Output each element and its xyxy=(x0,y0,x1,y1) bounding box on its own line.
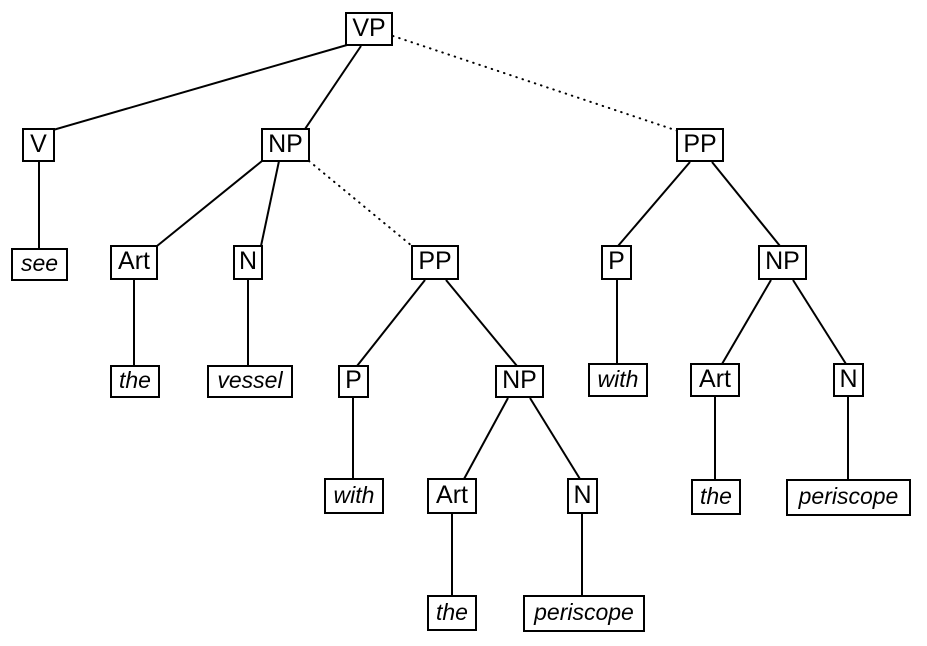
tree-node-art_right[interactable]: Art xyxy=(690,363,740,397)
tree-node-pp_right[interactable]: PP xyxy=(676,128,724,162)
tree-node-label: with xyxy=(333,481,375,508)
tree-edge-np1-to-pp_mid xyxy=(308,160,413,247)
tree-node-art1[interactable]: Art xyxy=(110,245,158,280)
tree-edge-vp-to-np1 xyxy=(304,45,362,130)
tree-node-label: Art xyxy=(118,247,150,275)
tree-node-pp_mid[interactable]: PP xyxy=(411,245,459,280)
tree-node-label: periscope xyxy=(534,599,634,625)
tree-node-periscope_r[interactable]: periscope xyxy=(786,479,911,516)
tree-node-n1[interactable]: N xyxy=(233,245,263,280)
tree-node-label: the xyxy=(119,367,151,393)
tree-node-label: PP xyxy=(683,129,717,158)
tree-node-the1[interactable]: the xyxy=(110,365,160,398)
tree-node-np1[interactable]: NP xyxy=(261,128,310,162)
tree-node-label: the xyxy=(436,598,468,625)
tree-node-the_right[interactable]: the xyxy=(691,479,741,515)
tree-node-label: V xyxy=(30,129,47,158)
tree-node-label: the xyxy=(700,482,732,509)
tree-node-periscope_m[interactable]: periscope xyxy=(523,595,645,632)
tree-node-label: NP xyxy=(765,247,800,275)
tree-edge-pp_right-to-p_right xyxy=(617,161,691,247)
tree-edge-np_right-to-art_right xyxy=(721,279,772,365)
tree-node-with_right[interactable]: with xyxy=(588,363,648,397)
tree-edge-vp-to-v xyxy=(52,44,348,131)
tree-node-label: Art xyxy=(436,480,468,509)
tree-node-label: periscope xyxy=(798,483,899,509)
tree-node-vessel[interactable]: vessel xyxy=(207,365,293,398)
tree-node-n_right[interactable]: N xyxy=(833,363,864,397)
tree-edge-np_right-to-n_right xyxy=(792,279,847,365)
tree-edge-np_mid-to-art_mid xyxy=(463,397,509,480)
tree-node-label: NP xyxy=(268,129,303,158)
tree-node-n_mid[interactable]: N xyxy=(567,478,598,514)
tree-edge-pp_mid-to-p_mid xyxy=(356,279,426,367)
tree-node-label: NP xyxy=(502,366,537,394)
tree-node-label: N xyxy=(573,480,592,509)
tree-edge-np_mid-to-n_mid xyxy=(529,397,581,480)
tree-node-v[interactable]: V xyxy=(22,128,55,162)
tree-edge-pp_right-to-np_right xyxy=(711,161,781,247)
tree-node-label: see xyxy=(20,250,59,276)
tree-edge-np1-to-n1 xyxy=(260,160,280,247)
tree-node-see[interactable]: see xyxy=(11,248,68,281)
tree-edge-vp-to-pp_right xyxy=(392,35,679,132)
tree-node-label: VP xyxy=(352,13,386,42)
tree-edge-np1-to-art1 xyxy=(156,160,263,247)
tree-node-label: PP xyxy=(418,247,452,275)
tree-node-label: P xyxy=(608,247,625,275)
tree-edge-pp_mid-to-np_mid xyxy=(445,279,518,367)
tree-node-np_right[interactable]: NP xyxy=(758,245,807,280)
tree-node-p_right[interactable]: P xyxy=(601,245,632,280)
tree-node-label: N xyxy=(839,364,858,393)
tree-node-vp[interactable]: VP xyxy=(345,12,393,46)
tree-node-label: with xyxy=(597,365,639,392)
tree-node-art_mid[interactable]: Art xyxy=(427,478,477,514)
tree-node-label: Art xyxy=(699,364,731,393)
tree-node-p_mid[interactable]: P xyxy=(338,365,369,398)
tree-node-with_mid[interactable]: with xyxy=(324,478,384,514)
tree-node-the_mid[interactable]: the xyxy=(427,595,477,631)
tree-node-label: N xyxy=(238,247,258,275)
tree-node-np_mid[interactable]: NP xyxy=(495,365,544,398)
tree-node-label: vessel xyxy=(217,367,283,393)
tree-node-label: P xyxy=(345,366,362,394)
